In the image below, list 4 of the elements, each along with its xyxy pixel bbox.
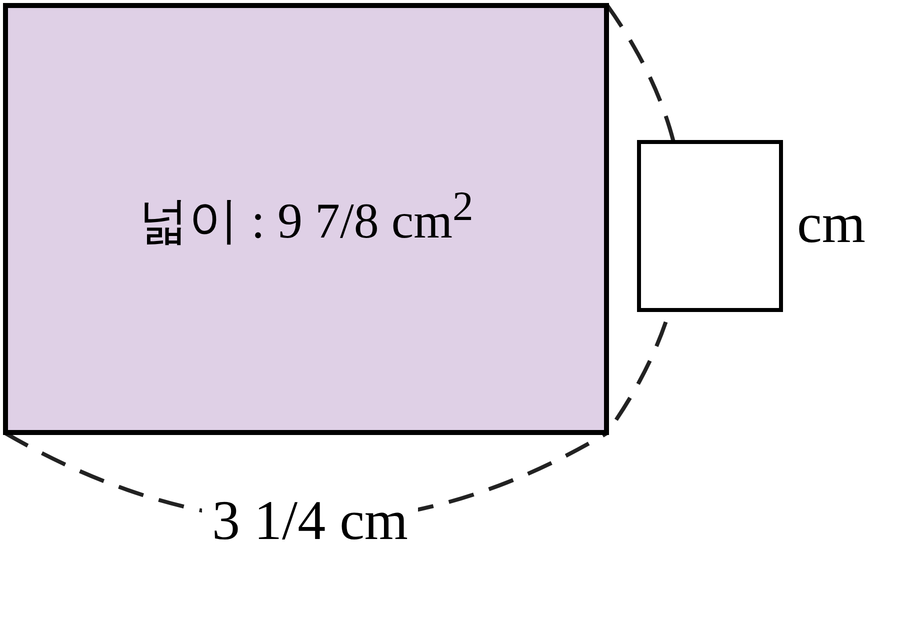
- answer-box: [637, 140, 783, 312]
- area-label: 넓이 : 9 7/8 cm$^{2}$: [138, 183, 474, 251]
- unit-label: cm: [797, 192, 866, 256]
- rectangle: [3, 3, 609, 435]
